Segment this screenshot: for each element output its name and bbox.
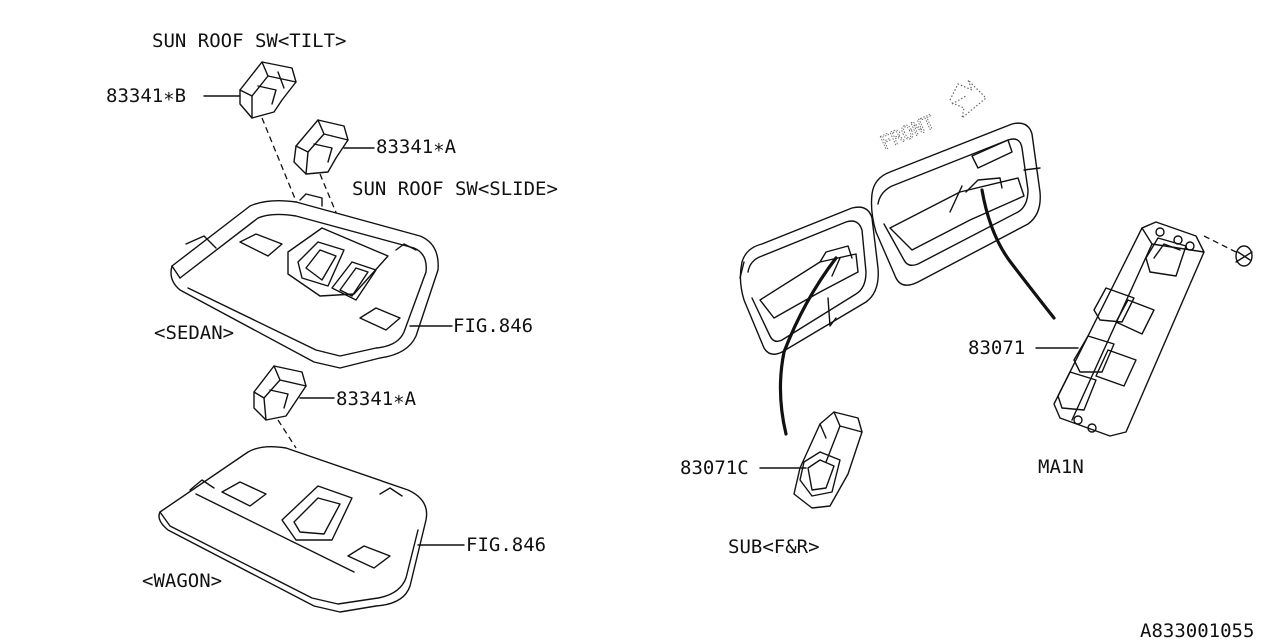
wagon-sunroof-switch [253,365,307,421]
label-main: MA1N [1038,456,1084,478]
label-sunroof-slide: SUN ROOF SW<SLIDE> [352,178,558,200]
install-line-wagon [277,419,297,449]
rear-door-trim [739,206,879,355]
label-fig-lower: FIG.846 [466,534,546,556]
label-part-83341a-lower: 83341∗A [336,388,417,410]
sunroof-slide-switch [293,119,349,175]
label-wagon: <WAGON> [142,570,222,592]
front-direction-arrow [949,79,987,120]
label-part-83071c: 83071C [680,457,749,479]
label-sub: SUB<F&R> [728,536,820,558]
label-part-83341a-upper: 83341∗A [376,136,457,158]
sunroof-tilt-switch [239,61,297,119]
label-front: FRONT [877,111,938,154]
label-fig-upper: FIG.846 [453,315,533,337]
front-door-trim [870,122,1041,286]
label-diagram-id: A833001055 [1140,620,1254,640]
mounting-screw [1203,235,1253,267]
install-line-tilt [261,117,299,207]
wire-front-door [980,188,1056,320]
label-part-83341b: 83341∗B [106,85,186,107]
label-sunroof-tilt: SUN ROOF SW<TILT> [152,30,346,52]
wire-rear-door [778,256,838,436]
wagon-overhead-console [158,445,428,613]
label-part-83071: 83071 [968,337,1025,359]
label-sedan: <SEDAN> [154,322,234,344]
sedan-overhead-console [170,193,439,369]
sub-window-switch [793,411,863,509]
main-window-switch [1053,221,1205,437]
